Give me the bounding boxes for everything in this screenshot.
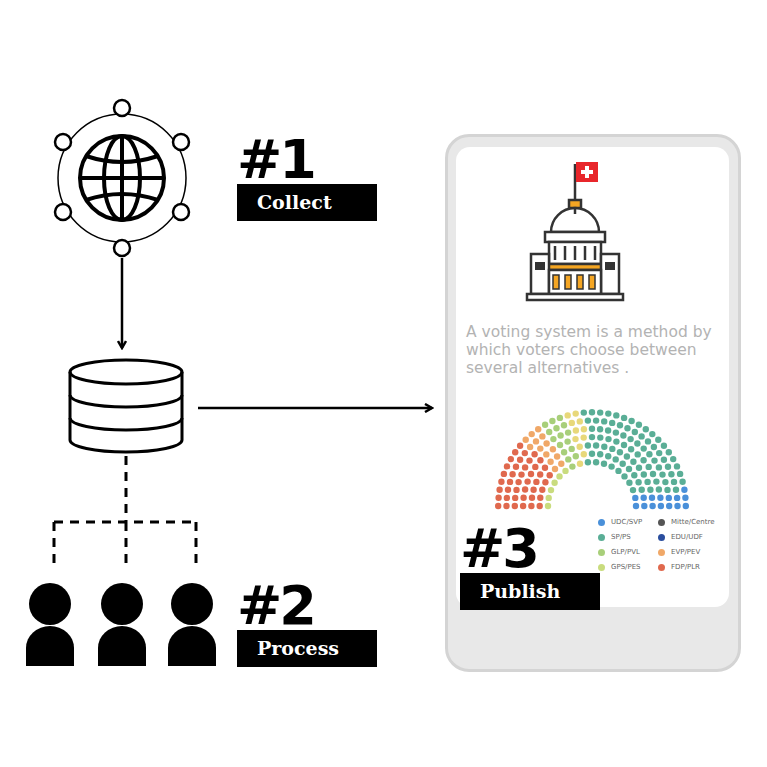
- legend-item: SP/PS: [598, 533, 631, 541]
- legend-text: Mitte/Centre: [671, 518, 715, 526]
- parliament-icon: [527, 162, 623, 300]
- step-band: Publish: [460, 573, 600, 610]
- legend-item: FDP/PLR: [658, 563, 700, 571]
- legend-text: GPS/PES: [611, 563, 641, 571]
- legend-text: EDU/UDF: [671, 533, 703, 541]
- step-number: #3: [460, 525, 600, 573]
- hemicycle-dots: [495, 409, 689, 509]
- legend-text: UDC/SVP: [611, 518, 642, 526]
- legend-item: GPS/PES: [598, 563, 641, 571]
- card-description: A voting system is a method by which vot…: [466, 323, 728, 377]
- legend-text: FDP/PLR: [671, 563, 700, 571]
- step-label: #1Collect: [237, 136, 377, 221]
- flow-arrow: [198, 407, 432, 410]
- people-icons: [26, 583, 216, 666]
- legend-item: EVP/PEV: [658, 548, 700, 556]
- globe-icon: [55, 100, 189, 256]
- step-label: #3Publish: [460, 525, 600, 610]
- legend-text: GLP/PVL: [611, 548, 640, 556]
- legend-swatch: [598, 549, 605, 556]
- flow-arrow: [121, 258, 124, 348]
- legend-item: GLP/PVL: [598, 548, 640, 556]
- database-icon: [70, 360, 182, 452]
- step-number: #1: [237, 136, 377, 184]
- legend-swatch: [658, 519, 665, 526]
- step-label: #2Process: [237, 582, 377, 667]
- phone-card: A voting system is a method by which vot…: [445, 134, 741, 672]
- legend-swatch: [598, 534, 605, 541]
- legend-swatch: [658, 549, 665, 556]
- legend-swatch: [658, 564, 665, 571]
- legend-text: SP/PS: [611, 533, 631, 541]
- legend-item: UDC/SVP: [598, 518, 642, 526]
- legend-swatch: [658, 534, 665, 541]
- step-number: #2: [237, 582, 377, 630]
- legend-item: EDU/UDF: [658, 533, 703, 541]
- legend-swatch: [598, 519, 605, 526]
- legend-swatch: [598, 564, 605, 571]
- dashed-tree: [54, 456, 196, 566]
- legend-text: EVP/PEV: [671, 548, 700, 556]
- legend-item: Mitte/Centre: [658, 518, 715, 526]
- step-band: Process: [237, 630, 377, 667]
- step-band: Collect: [237, 184, 377, 221]
